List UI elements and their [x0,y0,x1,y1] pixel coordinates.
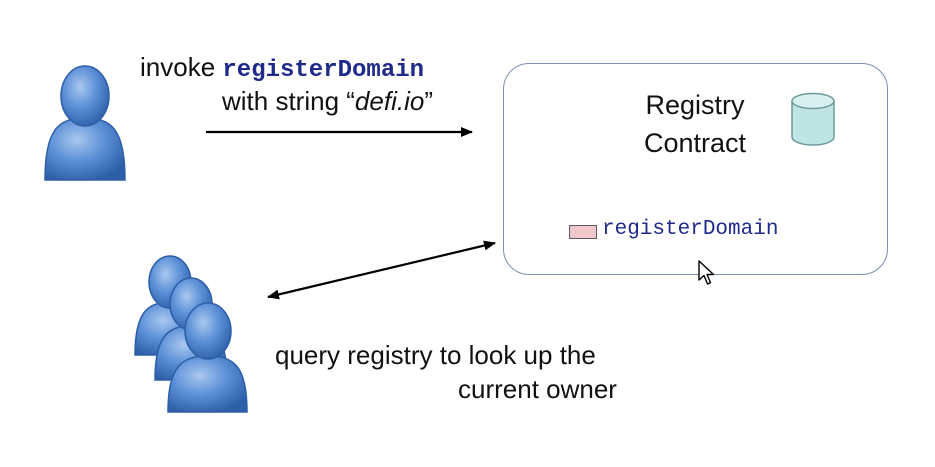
invoke-caption-line2: with string “defi.io” [222,86,433,117]
invoke-caption-line1: invoke registerDomain [140,52,424,84]
contract-title-line1: Registry [645,90,745,120]
invoke-function-name: registerDomain [222,57,425,84]
user-icon [44,65,126,181]
contract-function-label[interactable]: registerDomain [602,218,779,241]
invoke-close-quote: ” [424,86,433,116]
contract-title: Registry Contract [620,86,770,162]
invoke-prefix: invoke [140,52,216,82]
user-group-icon [134,255,248,413]
query-arrow [267,240,496,300]
invoke-literal: defi.io [354,86,425,116]
database-icon [791,92,835,146]
query-caption-line2: current owner [458,374,617,404]
query-caption-line1: query registry to look up the [275,340,596,370]
cursor-icon [698,260,715,285]
function-marker [569,225,597,239]
contract-title-line2: Contract [643,128,747,158]
invoke-with-text: with string “ [222,86,355,116]
